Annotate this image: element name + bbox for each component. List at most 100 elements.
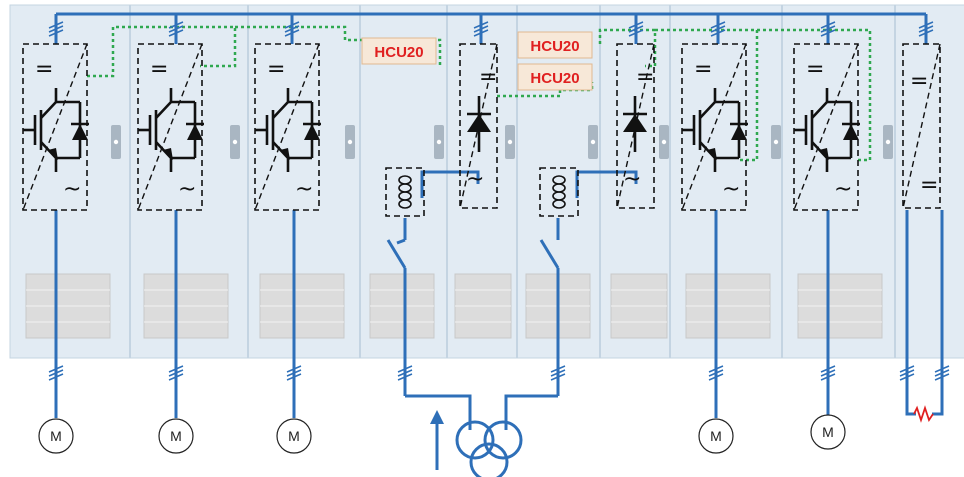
phase-tick-icon <box>48 21 64 37</box>
coil-icon <box>552 175 566 209</box>
phase-tick-icon <box>710 21 726 37</box>
contactor-lead <box>396 238 406 245</box>
dc-symbol: = <box>920 173 938 198</box>
phase-tick-icon <box>168 21 184 37</box>
ac-symbol: ~ <box>623 167 641 192</box>
motor-label: M <box>50 428 62 444</box>
resistor-lead <box>905 210 916 416</box>
phase-tick-icon <box>918 21 934 37</box>
phase-tick-icon <box>48 365 64 381</box>
motor-label: M <box>170 428 182 444</box>
signal-link <box>235 25 442 66</box>
igbt-icon <box>794 88 860 172</box>
phase-tick-icon <box>397 365 413 381</box>
coil-box <box>539 167 579 217</box>
igbt-symbols <box>23 88 860 172</box>
phase-tick-icon <box>628 21 644 37</box>
resistor-lead <box>932 210 944 416</box>
motor-label: M <box>822 424 834 440</box>
ac-symbol: ~ <box>295 177 313 202</box>
phase-tick-icon <box>168 365 184 381</box>
hcu-label: HCU20 <box>517 31 593 59</box>
vent-grille <box>25 273 111 339</box>
control-signal-links <box>87 25 872 162</box>
coil-link <box>420 170 480 198</box>
dc-symbol: = <box>694 57 712 82</box>
signal-link <box>655 28 759 162</box>
igbt-icon <box>138 88 204 172</box>
hcu-label: HCU20 <box>517 63 593 91</box>
hcu-labels: HCU20 HCU20 HCU20 <box>361 31 593 91</box>
diode-symbols <box>467 96 647 152</box>
transformer-feeder <box>504 394 558 430</box>
chopper-box <box>902 43 941 209</box>
vent-grille <box>797 273 883 339</box>
motor-icon: M <box>158 418 194 454</box>
motor-label: M <box>288 428 300 444</box>
dc-symbol: = <box>35 57 53 82</box>
ac-symbol: ~ <box>178 177 196 202</box>
dc-symbol: = <box>150 57 168 82</box>
hcu-label-text: HCU20 <box>530 38 579 55</box>
igbt-icon <box>682 88 748 172</box>
transformer-feeder <box>405 394 472 430</box>
dc-symbol: = <box>267 57 285 82</box>
device-boxes <box>22 43 941 217</box>
inverter-box <box>254 43 320 211</box>
inverter-box <box>793 43 859 211</box>
coil-box <box>385 167 425 217</box>
coil-icon <box>398 175 412 209</box>
motor-label: M <box>710 428 722 444</box>
inverter-box <box>137 43 203 211</box>
vent-grilles <box>25 273 883 339</box>
phase-tick-icon <box>820 21 836 37</box>
ac-symbol: ~ <box>722 177 740 202</box>
three-phase-markers <box>48 21 950 381</box>
motor-icon: M <box>810 414 846 450</box>
dc-symbol: = <box>636 65 654 90</box>
igbt-icon <box>23 88 89 172</box>
vent-grille <box>454 273 512 339</box>
rectifier-box <box>459 43 498 209</box>
phase-tick-icon <box>284 21 300 37</box>
vent-grille <box>143 273 229 339</box>
ac-symbol: ~ <box>466 167 484 192</box>
vent-grille <box>259 273 345 339</box>
transformer-icon <box>455 420 523 477</box>
motor-icon: M <box>698 418 734 454</box>
coil-symbols <box>398 175 566 209</box>
cabinet-row <box>9 4 964 359</box>
motor-icon: M <box>38 418 74 454</box>
vent-grille <box>685 273 771 339</box>
igbt-icon <box>255 88 321 172</box>
phase-tick-icon <box>550 365 566 381</box>
dc-symbol: = <box>910 69 928 94</box>
ac-symbol: ~ <box>63 177 81 202</box>
phase-tick-icon <box>820 365 836 381</box>
inverter-box <box>22 43 88 211</box>
signal-link <box>757 28 872 162</box>
dc-symbol: = <box>479 65 497 90</box>
phase-tick-icon <box>899 365 915 381</box>
phase-tick-icon <box>286 365 302 381</box>
signal-link <box>87 25 237 78</box>
hcu-label-text: HCU20 <box>374 44 423 61</box>
supply-arrow-icon <box>430 410 444 470</box>
brake-resistor-icon <box>913 405 934 423</box>
inverter-box <box>681 43 747 211</box>
contactor-switch <box>386 239 407 269</box>
converter-glyphs: = = = = = = = = = ~ ~ ~ ~ ~ ~ ~ <box>35 57 938 202</box>
ac-symbol: ~ <box>834 177 852 202</box>
coil-link <box>575 170 638 198</box>
vent-grille <box>369 273 435 339</box>
hcu-label-text: HCU20 <box>530 70 579 87</box>
phase-tick-icon <box>708 365 724 381</box>
phase-tick-icon <box>473 21 489 37</box>
phase-tick-icon <box>934 365 950 381</box>
vent-grille <box>610 273 668 339</box>
rectifier-box <box>616 43 655 209</box>
hcu-label: HCU20 <box>361 37 437 65</box>
motor-icon: M <box>276 418 312 454</box>
dc-symbol: = <box>806 57 824 82</box>
